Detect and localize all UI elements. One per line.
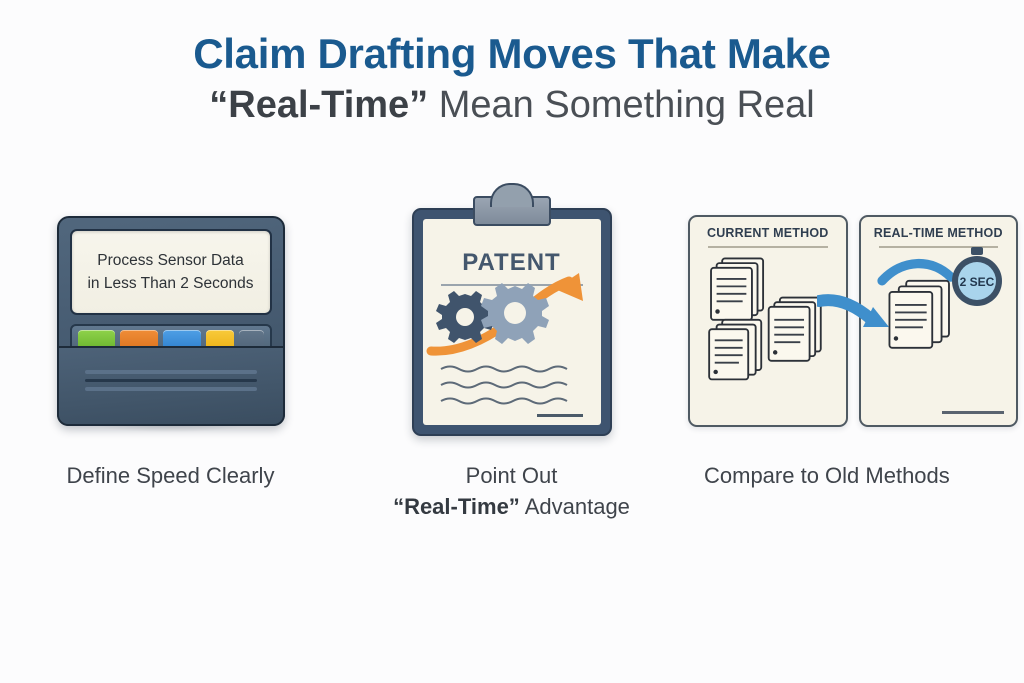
blue-button[interactable]	[163, 330, 202, 350]
caption-quoted-term: “Real-Time”	[393, 494, 520, 520]
page-title: Claim Drafting Moves That Make “Real-Tim…	[0, 0, 1024, 129]
panel-point-out-advantage: PATENT	[341, 196, 682, 576]
card-title-rule	[708, 246, 828, 248]
caption-compare-old-methods: Compare to Old Methods	[682, 460, 1024, 491]
screen-line-2: in Less Than 2 Seconds	[87, 275, 254, 292]
growth-arrow-icon	[426, 273, 583, 356]
card-title-rule	[878, 246, 998, 248]
caption-line-1: Compare to Old Methods	[704, 463, 950, 488]
patent-heading: PATENT	[462, 249, 561, 276]
caption-line-2: “Real-Time” Advantage	[341, 491, 682, 522]
transition-arrow-icon	[817, 294, 889, 327]
clipboard-clip-icon	[472, 196, 551, 226]
card-real-time-method: REAL-TIME METHOD 2 SEC	[858, 215, 1018, 427]
gray-button[interactable]	[238, 330, 264, 350]
caption-line-2-rest: Advantage	[519, 494, 630, 520]
caption-point-out-advantage: Point Out “Real-Time” Advantage	[341, 460, 682, 522]
gear-dark-icon	[435, 291, 494, 343]
document-stack-realtime-icon	[876, 258, 955, 349]
panel-define-speed: Process Sensor Data in Less Than 2 Secon…	[0, 196, 341, 576]
grille-line-2	[84, 379, 257, 382]
grille-line-3	[84, 387, 257, 391]
title-line-1: Claim Drafting Moves That Make	[193, 30, 831, 77]
screen-line-1: Process Sensor Data	[97, 251, 244, 269]
orange-button[interactable]	[120, 330, 159, 350]
comparison-cards: CURRENT METHOD	[688, 215, 1018, 427]
gear-light-icon	[480, 283, 549, 344]
device-screen: Process Sensor Data in Less Than 2 Secon…	[69, 229, 272, 315]
signature-line	[536, 414, 583, 417]
comparison-illustration: CURRENT METHOD	[682, 196, 1024, 446]
yellow-button[interactable]	[206, 330, 234, 350]
device-illustration: Process Sensor Data in Less Than 2 Secon…	[0, 196, 341, 446]
caption-define-speed: Define Speed Clearly	[0, 460, 341, 491]
patent-heading-rule	[440, 284, 583, 286]
title-quoted-term: “Real-Time”	[209, 84, 429, 127]
title-line-2: “Real-Time” Mean Something Real	[0, 83, 1024, 129]
stopwatch-icon: 2 SEC	[952, 247, 1002, 306]
clipboard-paper: PATENT	[422, 219, 601, 425]
document-text-lines	[439, 363, 585, 409]
card-current-method-title: CURRENT METHOD	[706, 226, 829, 240]
title-line-2-rest: Mean Something Real	[428, 84, 815, 127]
stopwatch-label: 2 SEC	[960, 275, 995, 289]
card-bottom-rule	[942, 411, 1004, 414]
green-button[interactable]	[77, 330, 116, 350]
sensor-device: Process Sensor Data in Less Than 2 Secon…	[56, 216, 285, 426]
grille-line-1	[84, 370, 257, 374]
panel-compare-old-methods: CURRENT METHOD	[682, 196, 1024, 576]
card-real-time-method-title: REAL-TIME METHOD	[873, 226, 1003, 240]
patent-clipboard: PATENT	[411, 196, 612, 446]
panel-row: Process Sensor Data in Less Than 2 Secon…	[0, 196, 1024, 576]
device-base	[56, 346, 285, 426]
card-current-method: CURRENT METHOD	[688, 215, 848, 427]
clipboard-illustration: PATENT	[341, 196, 682, 446]
document-stacks-current-icon	[708, 257, 822, 381]
caption-line-1: Define Speed Clearly	[66, 463, 275, 488]
clipboard-board: PATENT	[411, 208, 612, 436]
gears-and-arrow	[423, 271, 601, 359]
caption-line-1: Point Out	[465, 463, 558, 488]
